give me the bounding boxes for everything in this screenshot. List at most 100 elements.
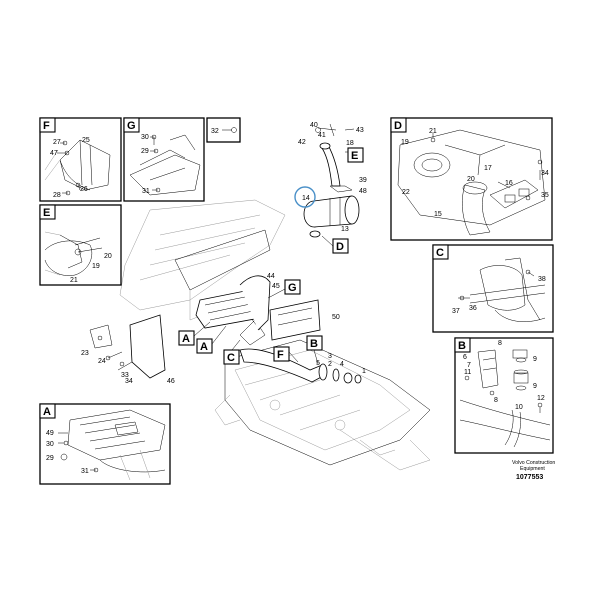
callout-d: D (321, 235, 349, 254)
svg-text:F: F (277, 349, 284, 361)
part-label: 25 (82, 137, 90, 144)
part-label: 8 (498, 340, 502, 347)
part-label: 31 (81, 468, 89, 475)
part-label: 37 (452, 308, 460, 315)
svg-text:C: C (227, 352, 235, 364)
callout-a-1: A (178, 321, 211, 346)
part-label: 29 (46, 455, 54, 462)
part-label: 19 (401, 139, 409, 146)
svg-text:A: A (43, 406, 51, 418)
svg-text:G: G (288, 282, 297, 294)
part-label: 20 (467, 176, 475, 183)
svg-text:B: B (458, 340, 466, 352)
part-number-labels: 27 25 47 26 28 30 29 31 32 20 19 21 40 4… (46, 122, 549, 475)
part-label: 3 (328, 353, 332, 360)
machine-body-outline (119, 199, 431, 471)
svg-text:F: F (43, 120, 50, 132)
part-label: 1 (362, 368, 366, 375)
part-label: 49 (46, 430, 54, 437)
part-label: 10 (515, 404, 523, 411)
part-label: 18 (346, 140, 354, 147)
svg-text:G: G (127, 120, 136, 132)
exhaust-pipe (229, 309, 362, 384)
part-label: 31 (142, 188, 150, 195)
svg-text:D: D (394, 120, 402, 132)
svg-text:E: E (43, 207, 50, 219)
svg-text:A: A (200, 341, 208, 353)
part-label: 40 (310, 122, 318, 129)
detail-box-part-32 (206, 117, 241, 143)
svg-text:D: D (336, 241, 344, 253)
callout-b: B (306, 335, 323, 365)
exhaust-tube (315, 123, 355, 193)
part-label: 6 (463, 354, 467, 361)
part-label: 14 (302, 195, 310, 202)
detail-box-g: G (123, 117, 205, 202)
part-label: 50 (332, 314, 340, 321)
part-label: 35 (541, 192, 549, 199)
callout-a-2: A (196, 325, 227, 354)
part-label: 47 (50, 150, 58, 157)
part-label: 33 (121, 372, 129, 379)
svg-text:A: A (182, 333, 190, 345)
drawing-footer: Volvo Construction Equipment 1077553 (512, 460, 555, 481)
detail-box-a: A (39, 403, 171, 485)
svg-text:C: C (436, 247, 444, 259)
drawing-number: 1077553 (516, 474, 543, 481)
detail-box-f: F (39, 117, 122, 202)
part-label: 34 (541, 170, 549, 177)
part-label: 44 (267, 273, 275, 280)
part-label: 41 (318, 132, 326, 139)
part-label: 2 (328, 361, 332, 368)
part-label: 38 (538, 276, 546, 283)
callout-f: F (273, 346, 299, 363)
part-label: 29 (141, 148, 149, 155)
part-label: 7 (467, 362, 471, 369)
part-label: 8 (494, 397, 498, 404)
highlight-circle-part-14 (294, 186, 316, 208)
part-label: 39 (359, 177, 367, 184)
part-label: 30 (141, 134, 149, 141)
svg-text:B: B (310, 338, 318, 350)
part-label: 45 (272, 283, 280, 290)
part-label: 21 (429, 128, 437, 135)
company-name-line2: Equipment (520, 466, 545, 472)
part-label: 17 (484, 165, 492, 172)
part-label: 9 (533, 356, 537, 363)
heat-shield (89, 314, 166, 379)
part-label: 21 (70, 277, 78, 284)
part-label: 32 (211, 128, 219, 135)
part-label: 23 (81, 350, 89, 357)
part-label: 12 (537, 395, 545, 402)
part-label: 43 (356, 127, 364, 134)
part-label: 22 (402, 189, 410, 196)
svg-text:E: E (351, 150, 358, 162)
part-label: 11 (464, 369, 471, 376)
part-label: 19 (92, 263, 100, 270)
part-label: 20 (104, 253, 112, 260)
callout-e-upper: E (347, 147, 364, 163)
muffler-assembly (303, 195, 360, 238)
part-label: 15 (434, 211, 442, 218)
detail-box-c: C (432, 244, 554, 333)
part-label: 5 (316, 360, 320, 367)
part-label: 30 (46, 441, 54, 448)
company-name-line1: Volvo Construction (512, 460, 555, 466)
part-label: 46 (167, 378, 175, 385)
detail-box-b: B (454, 337, 554, 454)
part-label: 4 (340, 361, 344, 368)
callout-g: G (267, 279, 301, 299)
detail-box-d: D (390, 117, 553, 241)
part-label: 36 (469, 305, 477, 312)
part-label: 28 (53, 192, 61, 199)
mounting-bracket (195, 275, 321, 341)
part-label: 16 (505, 180, 513, 187)
detail-box-e: E (39, 204, 122, 286)
part-label: 27 (53, 139, 61, 146)
part-label: 24 (98, 358, 106, 365)
callout-c: C (223, 339, 241, 365)
part-label: 13 (341, 226, 349, 233)
part-label: 48 (359, 188, 367, 195)
part-label: 26 (80, 186, 88, 193)
